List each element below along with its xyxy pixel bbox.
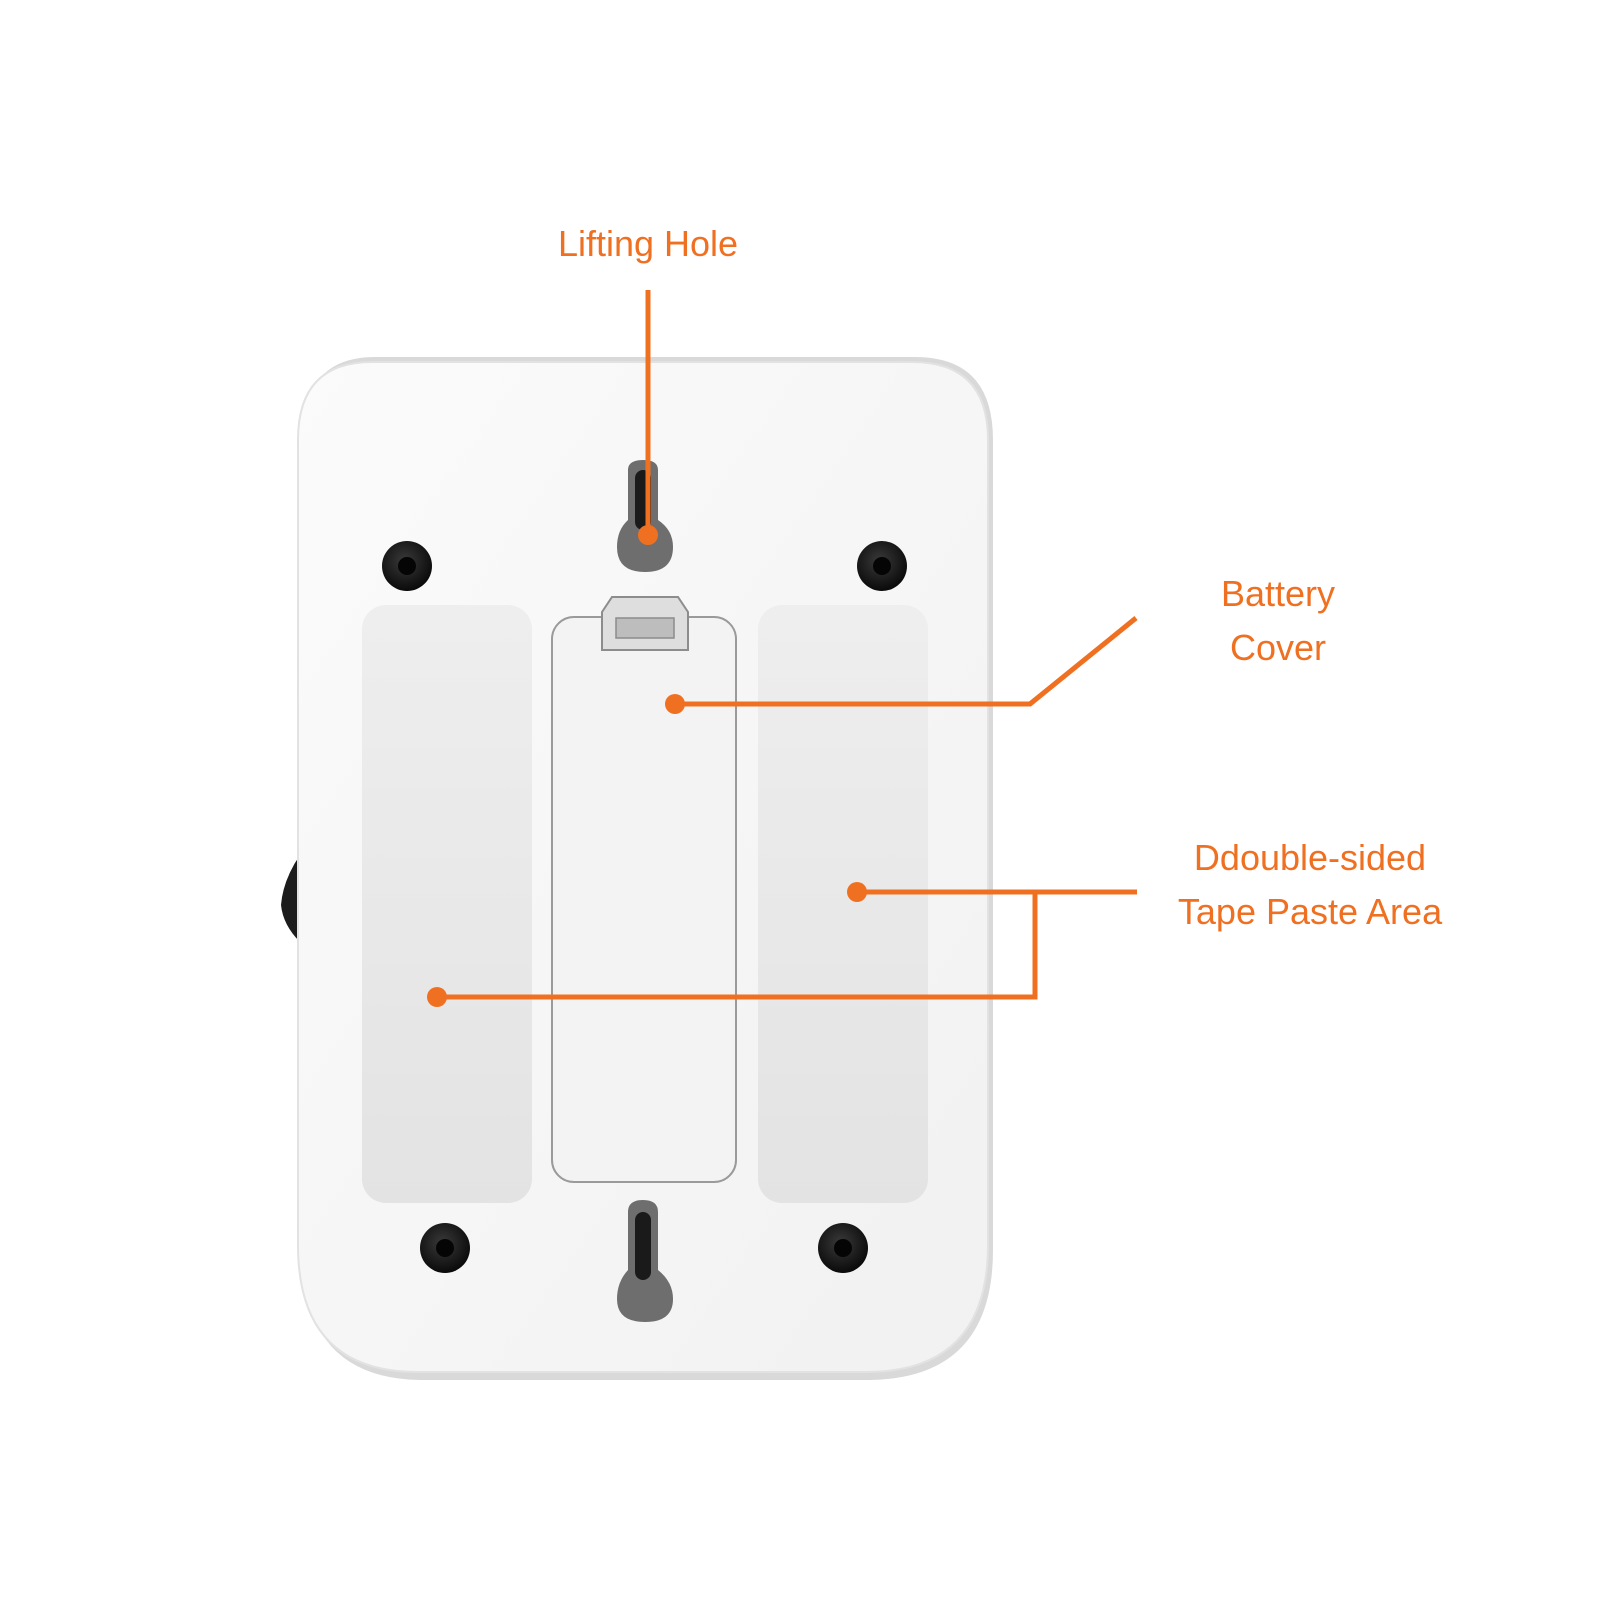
- tape-area-left-leader-dot: [427, 987, 447, 1007]
- tape-area-leader-line-left: [437, 892, 1038, 1000]
- tape-area-right-leader-dot: [847, 882, 867, 902]
- tape-area-right-panel: [758, 605, 928, 1203]
- battery-cover-leader-line: [675, 616, 1138, 707]
- screw-top-right: [857, 541, 907, 591]
- tape-area-label-line1: Ddouble-sided: [1194, 837, 1426, 878]
- battery-cover-label-line2: Cover: [1230, 627, 1326, 668]
- callout-battery-cover: Battery Cover: [665, 573, 1335, 714]
- side-switch: [281, 855, 300, 942]
- bottom-keyhole: [617, 1200, 673, 1322]
- battery-cover-leader-dot: [665, 694, 685, 714]
- battery-cover-latch-slot: [615, 617, 675, 639]
- screw-bottom-right: [818, 1223, 868, 1273]
- screw-bottom-left: [420, 1223, 470, 1273]
- screw-top-left: [382, 541, 432, 591]
- callout-lifting-hole: Lifting Hole: [558, 223, 738, 545]
- lifting-hole-leader-dot: [638, 525, 658, 545]
- lifting-hole-label: Lifting Hole: [558, 223, 738, 264]
- callout-tape-area: Ddouble-sided Tape Paste Area: [427, 837, 1443, 1007]
- tape-area-left-panel: [362, 605, 532, 1203]
- tape-area-label-line2: Tape Paste Area: [1178, 891, 1443, 932]
- battery-cover-label-line1: Battery: [1221, 573, 1335, 614]
